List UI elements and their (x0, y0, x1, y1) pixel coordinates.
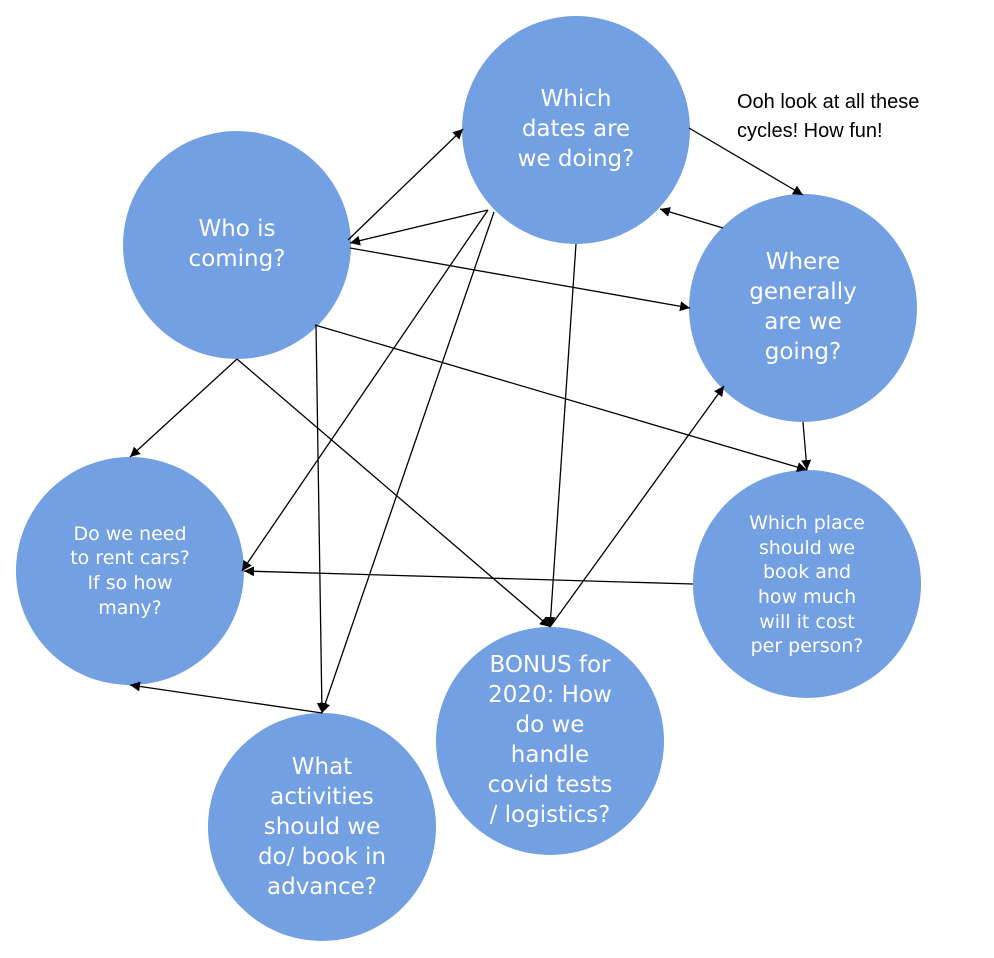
node-place-circle[interactable] (693, 470, 921, 698)
node-activities-circle[interactable] (208, 713, 436, 941)
edge-dates-to-who (349, 209, 489, 246)
node-where-circle[interactable] (689, 194, 917, 422)
edge-bonus-to-where (549, 385, 725, 628)
node-circles (16, 16, 921, 941)
edge-dates-to-bonus (545, 243, 577, 628)
edge-who-to-place (314, 324, 808, 472)
edge-dates-to-cars (241, 209, 489, 572)
edge-where-to-place (801, 421, 812, 471)
edge-who-to-dates (347, 128, 464, 241)
edge-dates-to-activities (320, 211, 495, 714)
edge-who-to-cars (129, 358, 238, 458)
edge-dates-to-where (688, 127, 804, 196)
edge-who-to-activities (315, 324, 327, 714)
node-cars-circle[interactable] (16, 457, 244, 685)
edge-where-to-dates (659, 207, 724, 229)
node-bonus-circle[interactable] (436, 627, 664, 855)
annotation-text: Ooh look at all these cycles! How fun! (737, 91, 920, 142)
edge-lines (129, 127, 812, 714)
edge-who-to-where (349, 247, 691, 312)
node-dates-circle[interactable] (462, 16, 690, 244)
edge-who-to-bonus (236, 358, 551, 628)
edge-place-to-cars (243, 566, 694, 585)
node-who-circle[interactable] (123, 131, 351, 359)
edge-activities-to-cars (129, 681, 323, 714)
